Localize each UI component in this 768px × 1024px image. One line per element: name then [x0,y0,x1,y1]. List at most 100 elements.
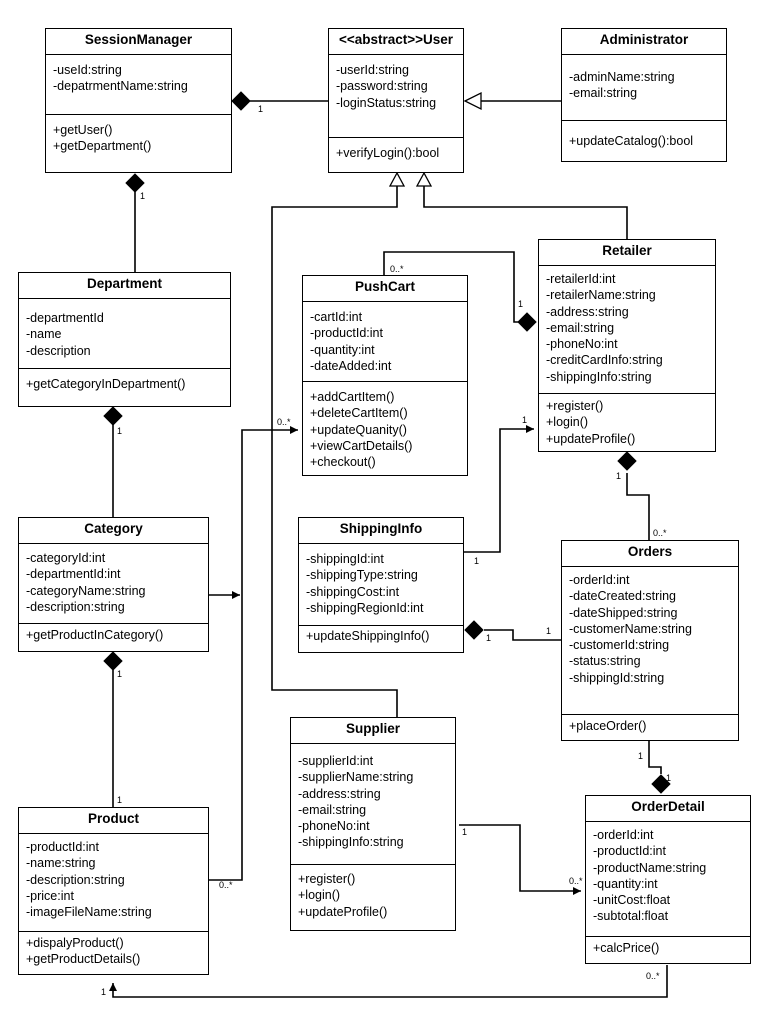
attribute: -email:string [569,86,638,101]
composition-diamond-retailer-orders [617,451,637,471]
operation: +register() [546,399,604,413]
multiplicity-label: 1 [638,751,644,761]
attribute: -dateAdded:int [310,358,392,373]
operations-compartment: +register() +login() +updateProfile() [539,394,715,447]
multiplicity-label: 0..* [277,417,291,427]
attribute: -customerName:string [569,621,692,636]
class-orders[interactable]: Orders -orderId:int -dateCreated:string … [561,540,739,741]
multiplicity-label: 1 [117,426,123,436]
attribute: -description:string [26,872,125,887]
attribute: -name [26,327,62,342]
operations-compartment: +addCartItem() +deleteCartItem() +update… [303,382,467,470]
operation: +placeOrder() [569,719,647,733]
attribute: -categoryName:string [26,583,146,598]
multiplicity-label: 1 [666,773,672,783]
class-name: Department [19,273,230,299]
attribute: -categoryId:int [26,551,106,565]
composition-diamond-department-category [103,406,123,426]
attribute: -supplierId:int [298,754,374,768]
operation: +updateProfile() [298,904,388,919]
class-product[interactable]: Product -productId:int -name:string -des… [18,807,209,975]
operation: +getProductInCategory() [26,628,164,642]
multiplicity-label: 0..* [653,528,667,538]
class-retailer[interactable]: Retailer -retailerId:int -retailerName:s… [538,239,716,452]
multiplicity-label: 0..* [569,876,583,886]
connector-supplier-user [271,185,398,717]
attributes-compartment: -adminName:string -email:string [562,55,726,121]
class-name: SessionManager [46,29,231,55]
multiplicity-label: 1 [546,626,552,636]
class-order-detail[interactable]: OrderDetail -orderId:int -productId:int … [585,795,751,964]
class-session-manager[interactable]: SessionManager -useId:string -depatrment… [45,28,232,173]
attributes-compartment: -retailerId:int -retailerName:string -ad… [539,266,715,394]
class-shipping-info[interactable]: ShippingInfo -shippingId:int -shippingTy… [298,517,464,653]
attribute: -adminName:string [569,70,675,84]
multiplicity-label: 1 [522,415,528,425]
multiplicity-label: 1 [258,104,264,114]
attributes-compartment: -useId:string -depatrmentName:string [46,55,231,115]
class-name: PushCart [303,276,467,302]
connector-supplier-detail [459,824,581,895]
attribute: -loginStatus:string [336,95,437,110]
class-category[interactable]: Category -categoryId:int -departmentId:i… [18,517,209,652]
multiplicity-label: 1 [117,669,123,679]
generalization-triangle-supplier [388,171,406,187]
attributes-compartment: -shippingId:int -shippingType:string -sh… [299,544,463,626]
class-name: Product [19,808,208,834]
class-name: Retailer [539,240,715,266]
attribute: -address:string [546,304,629,319]
attribute: -shippingRegionId:int [306,600,424,615]
attribute: -supplierName:string [298,770,414,785]
attribute: -password:string [336,79,428,94]
attribute: -creditCardInfo:string [546,353,663,368]
attribute: -shippingCost:int [306,584,400,599]
multiplicity-label: 1 [486,633,492,643]
operation: +calcPrice() [593,941,660,955]
class-name: Category [19,518,208,544]
operation: +updateQuanity() [310,422,407,437]
attribute: -productId:int [593,844,666,859]
operation: +addCartItem() [310,390,395,404]
operation: +getUser() [53,123,113,137]
connector-orders-detail [648,741,662,774]
operation: +getCategoryInDepartment() [26,377,186,391]
operation: +checkout() [310,455,376,470]
attribute: -departmentId:int [26,567,121,582]
connector-retailer-orders [626,473,650,540]
attributes-compartment: -departmentId -name -description [19,299,230,369]
operations-compartment: +register() +login() +updateProfile() [291,865,455,920]
class-push-cart[interactable]: PushCart -cartId:int -productId:int -qua… [302,275,468,476]
operations-compartment: +updateCatalog():bool [562,121,726,149]
attribute: -address:string [298,786,381,801]
class-department[interactable]: Department -departmentId -name -descript… [18,272,231,407]
class-administrator[interactable]: Administrator -adminName:string -email:s… [561,28,727,162]
operations-compartment: +getUser() +getDepartment() [46,115,231,155]
attribute: -customerId:string [569,638,670,653]
attribute: -price:int [26,888,74,903]
operation: +viewCartDetails() [310,438,413,453]
multiplicity-label: 0..* [646,971,660,981]
class-user[interactable]: <<abstract>>User -userId:string -passwor… [328,28,464,173]
connector-retailer-user [423,185,628,239]
multiplicity-label: 1 [117,795,123,805]
attribute: -subtotal:float [593,909,669,924]
class-name: Supplier [291,718,455,744]
connector-product-pushcart [209,426,298,881]
attribute: -shippingId:int [306,552,384,566]
class-supplier[interactable]: Supplier -supplierId:int -supplierName:s… [290,717,456,931]
operation: +login() [546,415,589,430]
composition-diamond-orders-detail [651,774,671,794]
attribute: -productId:int [310,326,383,341]
class-name: <<abstract>>User [329,29,463,55]
class-name: Administrator [562,29,726,55]
attribute: -description [26,343,91,358]
attribute: -shippingType:string [306,568,418,583]
operation: +updateShippingInfo() [306,629,430,643]
operations-compartment: +verifyLogin():bool [329,138,463,161]
operation: +dispalyProduct() [26,936,124,950]
attribute: -dateShipped:string [569,605,678,620]
attribute: -orderId:int [593,828,654,842]
multiplicity-label: 1 [474,556,480,566]
